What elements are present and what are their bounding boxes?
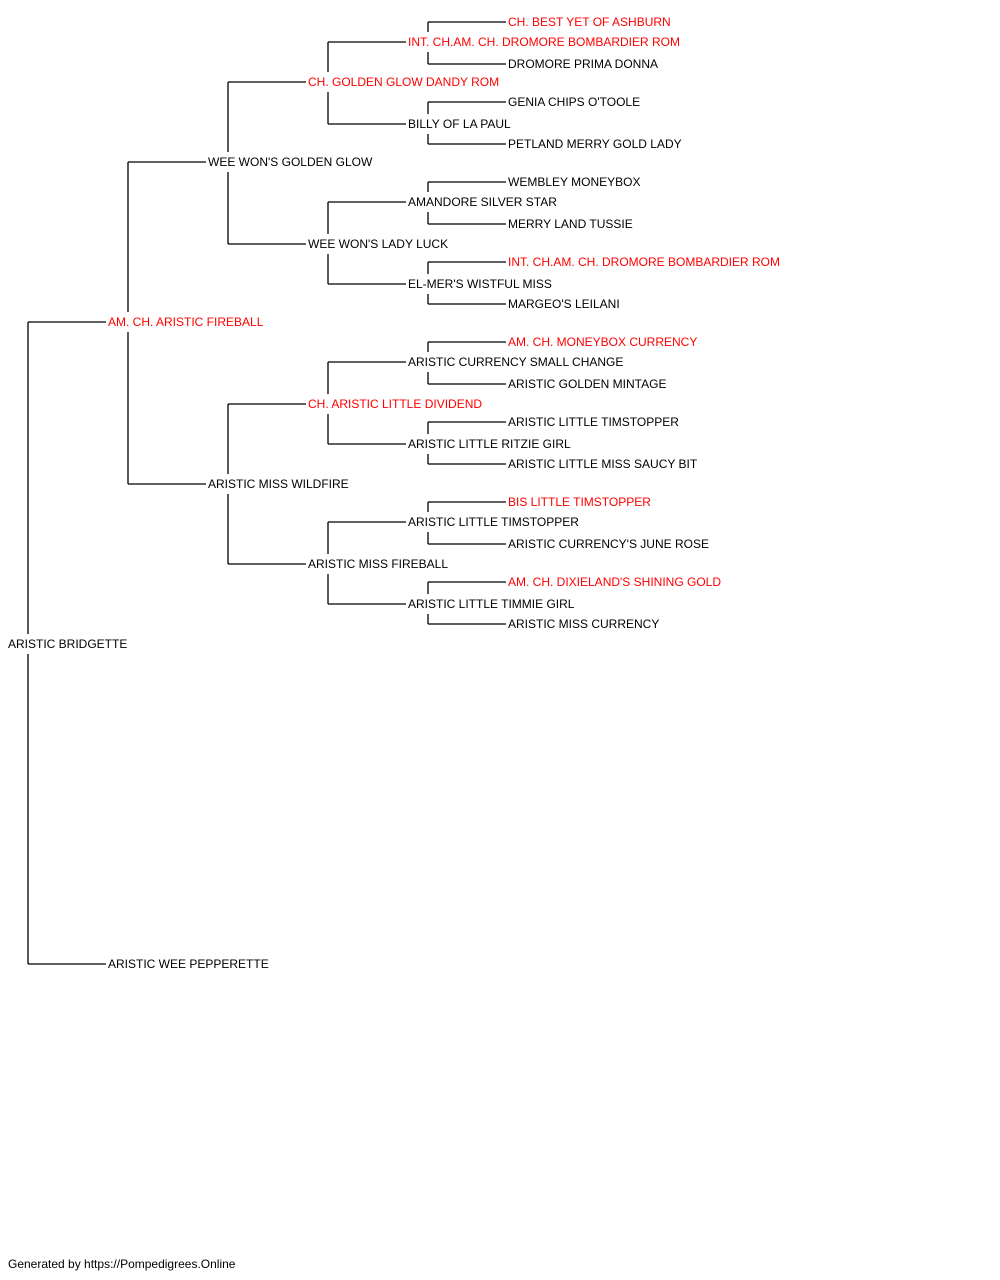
dog-name-gen4[interactable]: AMANDORE SILVER STAR: [406, 195, 559, 209]
dog-name-gen5[interactable]: DROMORE PRIMA DONNA: [506, 57, 661, 71]
dog-name-gen3[interactable]: ARISTIC MISS FIREBALL: [306, 557, 451, 571]
dog-name-gen3[interactable]: CH. GOLDEN GLOW DANDY ROM: [306, 75, 502, 89]
dog-name-gen4[interactable]: ARISTIC LITTLE RITZIE GIRL: [406, 437, 573, 451]
dog-name-gen4[interactable]: ARISTIC LITTLE TIMSTOPPER: [406, 515, 581, 529]
dog-name-gen5[interactable]: ARISTIC GOLDEN MINTAGE: [506, 377, 669, 391]
dog-name-gen4[interactable]: BILLY OF LA PAUL: [406, 117, 513, 131]
dog-name-gen5[interactable]: AM. CH. DIXIELAND'S SHINING GOLD: [506, 575, 723, 589]
dog-name-gen4[interactable]: ARISTIC LITTLE TIMMIE GIRL: [406, 597, 577, 611]
generated-by-footer: Generated by https://Pompedigrees.Online: [8, 1257, 236, 1271]
dog-name-gen5[interactable]: CH. BEST YET OF ASHBURN: [506, 15, 673, 29]
dog-name-gen5[interactable]: ARISTIC MISS CURRENCY: [506, 617, 662, 631]
dog-name-gen5[interactable]: GENIA CHIPS O'TOOLE: [506, 95, 643, 109]
dog-name-gen5[interactable]: MARGEO'S LEILANI: [506, 297, 622, 311]
dog-name-gen5[interactable]: BIS LITTLE TIMSTOPPER: [506, 495, 653, 509]
dog-name-gen5[interactable]: ARISTIC CURRENCY'S JUNE ROSE: [506, 537, 711, 551]
dog-name-gen5[interactable]: WEMBLEY MONEYBOX: [506, 175, 643, 189]
dog-name-gen2[interactable]: WEE WON'S GOLDEN GLOW: [206, 155, 375, 169]
dog-name-gen5[interactable]: PETLAND MERRY GOLD LADY: [506, 137, 684, 151]
dog-name-gen1[interactable]: ARISTIC WEE PEPPERETTE: [106, 957, 271, 971]
dog-name-gen5[interactable]: INT. CH.AM. CH. DROMORE BOMBARDIER ROM: [506, 255, 783, 269]
dog-name-gen2[interactable]: ARISTIC MISS WILDFIRE: [206, 477, 351, 491]
dog-name-gen5[interactable]: ARISTIC LITTLE TIMSTOPPER: [506, 415, 681, 429]
dog-name-gen0[interactable]: ARISTIC BRIDGETTE: [6, 637, 130, 651]
dog-name-gen4[interactable]: ARISTIC CURRENCY SMALL CHANGE: [406, 355, 626, 369]
dog-name-gen3[interactable]: WEE WON'S LADY LUCK: [306, 237, 451, 251]
dog-name-gen3[interactable]: CH. ARISTIC LITTLE DIVIDEND: [306, 397, 485, 411]
dog-name-gen4[interactable]: EL-MER'S WISTFUL MISS: [406, 277, 554, 291]
dog-name-gen5[interactable]: MERRY LAND TUSSIE: [506, 217, 635, 231]
dog-name-gen1[interactable]: AM. CH. ARISTIC FIREBALL: [106, 315, 266, 329]
dog-name-gen5[interactable]: AM. CH. MONEYBOX CURRENCY: [506, 335, 700, 349]
dog-name-gen4[interactable]: INT. CH.AM. CH. DROMORE BOMBARDIER ROM: [406, 35, 683, 49]
dog-name-gen5[interactable]: ARISTIC LITTLE MISS SAUCY BIT: [506, 457, 700, 471]
